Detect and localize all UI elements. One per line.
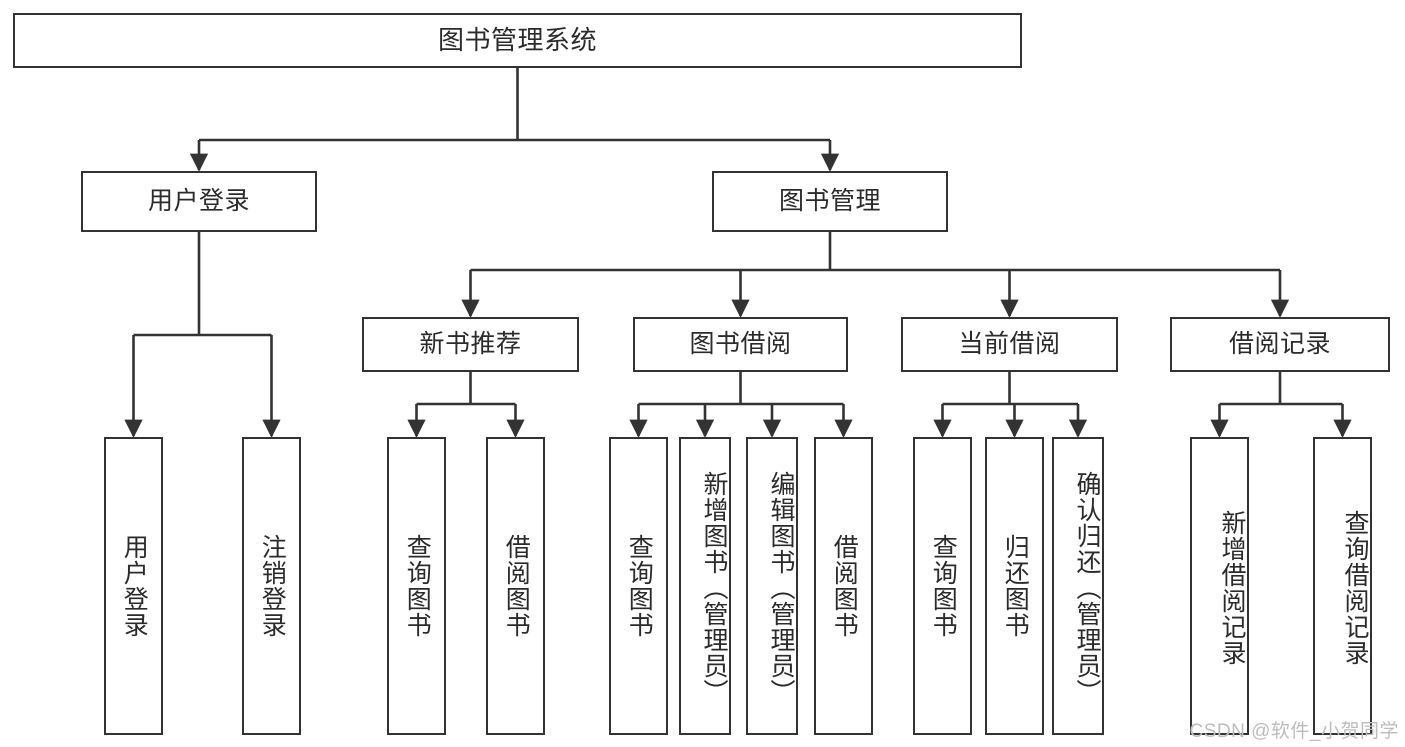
node-leaf-query-book-2[interactable]: 查询图书 [609,437,668,735]
node-bookmgmt[interactable]: 图书管理 [712,171,948,232]
node-leaf-user-login[interactable]: 用户登录 [104,437,163,735]
node-borrow[interactable]: 图书借阅 [633,317,848,372]
node-leaf-edit-book[interactable]: 编辑图书（管理员） [746,437,798,735]
node-leaf-borrow-book-1[interactable]: 借阅图书 [486,437,545,735]
node-leaf-query-book-3[interactable]: 查询图书 [913,437,972,735]
node-leaf-query-record[interactable]: 查询借阅记录 [1313,437,1372,735]
node-records[interactable]: 借阅记录 [1170,317,1390,372]
node-leaf-add-record[interactable]: 新增借阅记录 [1190,437,1249,735]
watermark-text: CSDN @软件_小贺同学 [1189,721,1399,742]
node-leaf-borrow-book-2[interactable]: 借阅图书 [814,437,873,735]
node-leaf-confirm-return[interactable]: 确认归还（管理员） [1052,437,1104,735]
node-newbook[interactable]: 新书推荐 [362,317,579,372]
node-root[interactable]: 图书管理系统 [13,13,1022,68]
node-current[interactable]: 当前借阅 [901,317,1118,372]
node-login[interactable]: 用户登录 [81,171,317,232]
node-leaf-query-book-1[interactable]: 查询图书 [387,437,446,735]
node-leaf-add-book[interactable]: 新增图书（管理员） [679,437,731,735]
node-leaf-return-book[interactable]: 归还图书 [985,437,1044,735]
node-leaf-logout[interactable]: 注销登录 [242,437,301,735]
